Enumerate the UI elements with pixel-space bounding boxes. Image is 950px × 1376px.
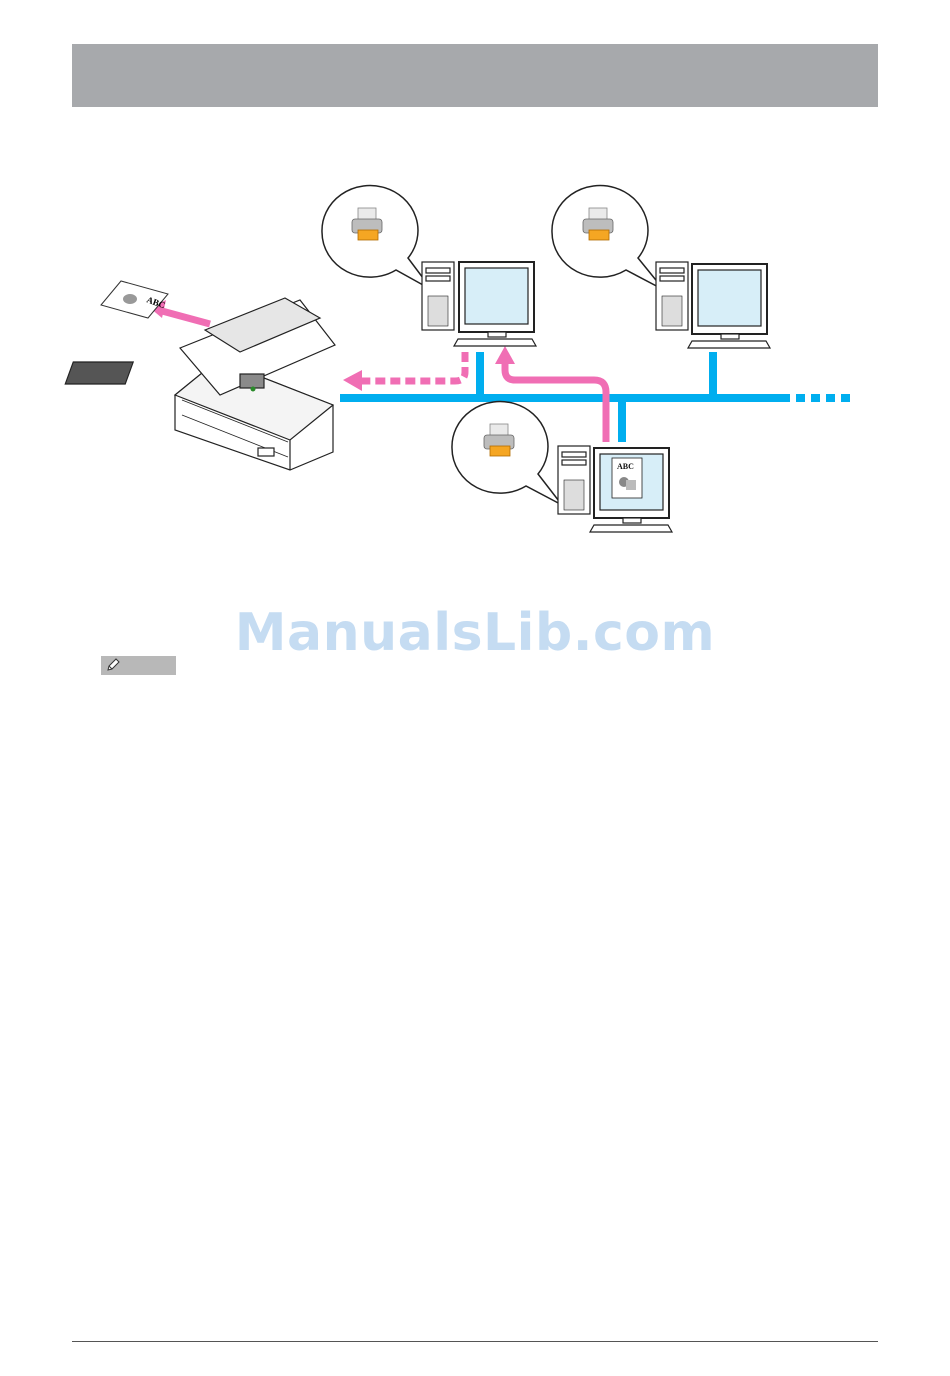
network-print-diagram: ABC [0,0,950,560]
computer-icon-3: ABC [452,402,672,532]
monitor-doc-label: ABC [617,462,634,471]
network-lines [340,352,850,442]
note-tab [101,656,176,675]
computer-icon-2 [552,186,770,348]
watermark: ManualsLib.com [0,603,950,663]
pencil-note-icon [105,657,121,673]
computer-icon-1 [322,186,536,346]
footer-rule [72,1341,878,1342]
